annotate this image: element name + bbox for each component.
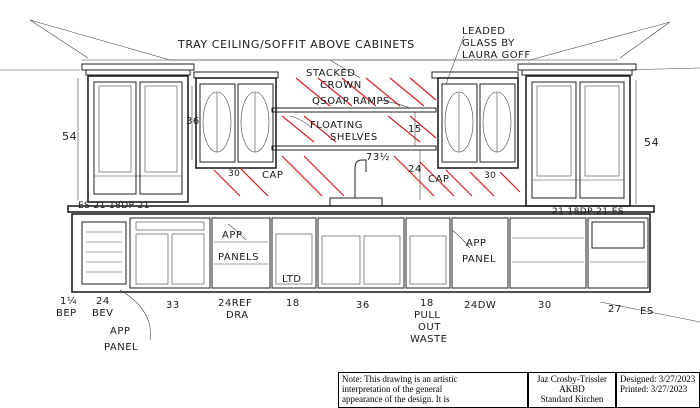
dim-27: 27 bbox=[608, 304, 622, 315]
dim-18a: 18 bbox=[286, 298, 300, 309]
label-crown: CROWN bbox=[320, 80, 362, 91]
label-app-panel-bot-2: PANEL bbox=[104, 342, 138, 353]
designer-cert: AKBD bbox=[559, 384, 585, 394]
label-app-panel-mid-1: APP bbox=[466, 238, 486, 249]
label-leaded-2: GLASS BY bbox=[462, 38, 515, 49]
label-cap-left: CAP bbox=[262, 170, 283, 181]
label-shelves: SHELVES bbox=[330, 132, 378, 143]
dim-bep-2: BEP bbox=[56, 308, 77, 319]
dim-ref-1: 24REF bbox=[218, 298, 252, 309]
label-stacked: STACKED bbox=[306, 68, 355, 79]
label-cap-right: CAP bbox=[428, 174, 449, 185]
title-block-note: Note: This drawing is an artistic interp… bbox=[338, 372, 528, 408]
label-leaded-3: LAURA GOFF bbox=[462, 50, 531, 61]
dim-bev-2: BEV bbox=[92, 308, 114, 319]
title-block-dates: Designed: 3/27/2023 Printed: 3/27/2023 bbox=[616, 372, 700, 408]
label-es-right: 21 18DP 21 ES bbox=[552, 207, 624, 217]
label-54-left: 54 bbox=[62, 130, 77, 143]
title-block-designer: Jaz Crosby-Trissler AKBD Standard Kitche… bbox=[528, 372, 616, 408]
label-54-right: 54 bbox=[644, 136, 659, 149]
label-es-left: ES 21 18DP 21 bbox=[78, 201, 150, 211]
label-30-left: 30 bbox=[228, 169, 240, 179]
upper-cabinet-right bbox=[525, 75, 631, 207]
dim-es-end: ES bbox=[640, 306, 654, 317]
label-soap-ramps: QSOAP RAMPS bbox=[312, 96, 390, 107]
label-15: 15 bbox=[408, 124, 422, 135]
dim-18b-3: OUT bbox=[418, 322, 441, 333]
label-app-panel-bot-1: APP bbox=[110, 326, 130, 337]
faucet-sink bbox=[329, 159, 383, 207]
label-app-panels-1: APP bbox=[222, 230, 242, 241]
dim-18b-4: WASTE bbox=[410, 334, 447, 345]
note-line-3: appearance of the design. It is bbox=[342, 394, 450, 404]
label-24: 24 bbox=[408, 164, 422, 175]
dim-18b-2: PULL bbox=[414, 310, 441, 321]
label-leaded-1: LEADED bbox=[462, 26, 505, 37]
printed-date: Printed: 3/27/2023 bbox=[620, 384, 688, 394]
label-tray-ceiling: TRAY CEILING/SOFFIT ABOVE CABINETS bbox=[177, 38, 415, 51]
note-line-2: interpretation of the general bbox=[342, 384, 443, 394]
designed-date: Designed: 3/27/2023 bbox=[620, 374, 696, 384]
dim-dw: 24DW bbox=[464, 300, 496, 311]
dimension-lines bbox=[77, 35, 700, 341]
crown-moulding bbox=[81, 63, 637, 79]
dim-bev-1: 24 bbox=[96, 296, 110, 307]
base-cabinets bbox=[71, 213, 651, 293]
dim-36: 36 bbox=[356, 300, 370, 311]
countertop bbox=[67, 205, 655, 213]
designer-company: Standard Kitchen bbox=[540, 394, 604, 404]
label-app-panel-mid-2: PANEL bbox=[462, 254, 496, 265]
dim-bep-1: 1¼ bbox=[60, 295, 77, 307]
note-line-1: Note: This drawing is an artistic bbox=[342, 374, 458, 384]
designer-name: Jaz Crosby-Trissler bbox=[537, 374, 607, 384]
label-ltd: LTD bbox=[282, 274, 302, 285]
dim-33: 33 bbox=[166, 300, 180, 311]
glass-cabinet-right bbox=[437, 77, 519, 169]
label-73: 73½ bbox=[366, 151, 390, 163]
dim-18b-1: 18 bbox=[420, 298, 434, 309]
dim-30: 30 bbox=[538, 300, 552, 311]
label-app-panels-2: PANELS bbox=[218, 252, 259, 263]
label-floating: FLOATING bbox=[310, 120, 363, 131]
upper-cabinet-left bbox=[87, 75, 189, 203]
backsplash-hatch bbox=[213, 77, 521, 197]
glass-cabinet-left bbox=[195, 77, 277, 169]
label-36-left: 36 bbox=[186, 116, 200, 127]
ceiling-soffit-lines bbox=[0, 19, 700, 71]
floating-shelves bbox=[271, 107, 437, 151]
dim-ref-2: DRA bbox=[226, 310, 249, 321]
label-30-right: 30 bbox=[484, 171, 496, 181]
